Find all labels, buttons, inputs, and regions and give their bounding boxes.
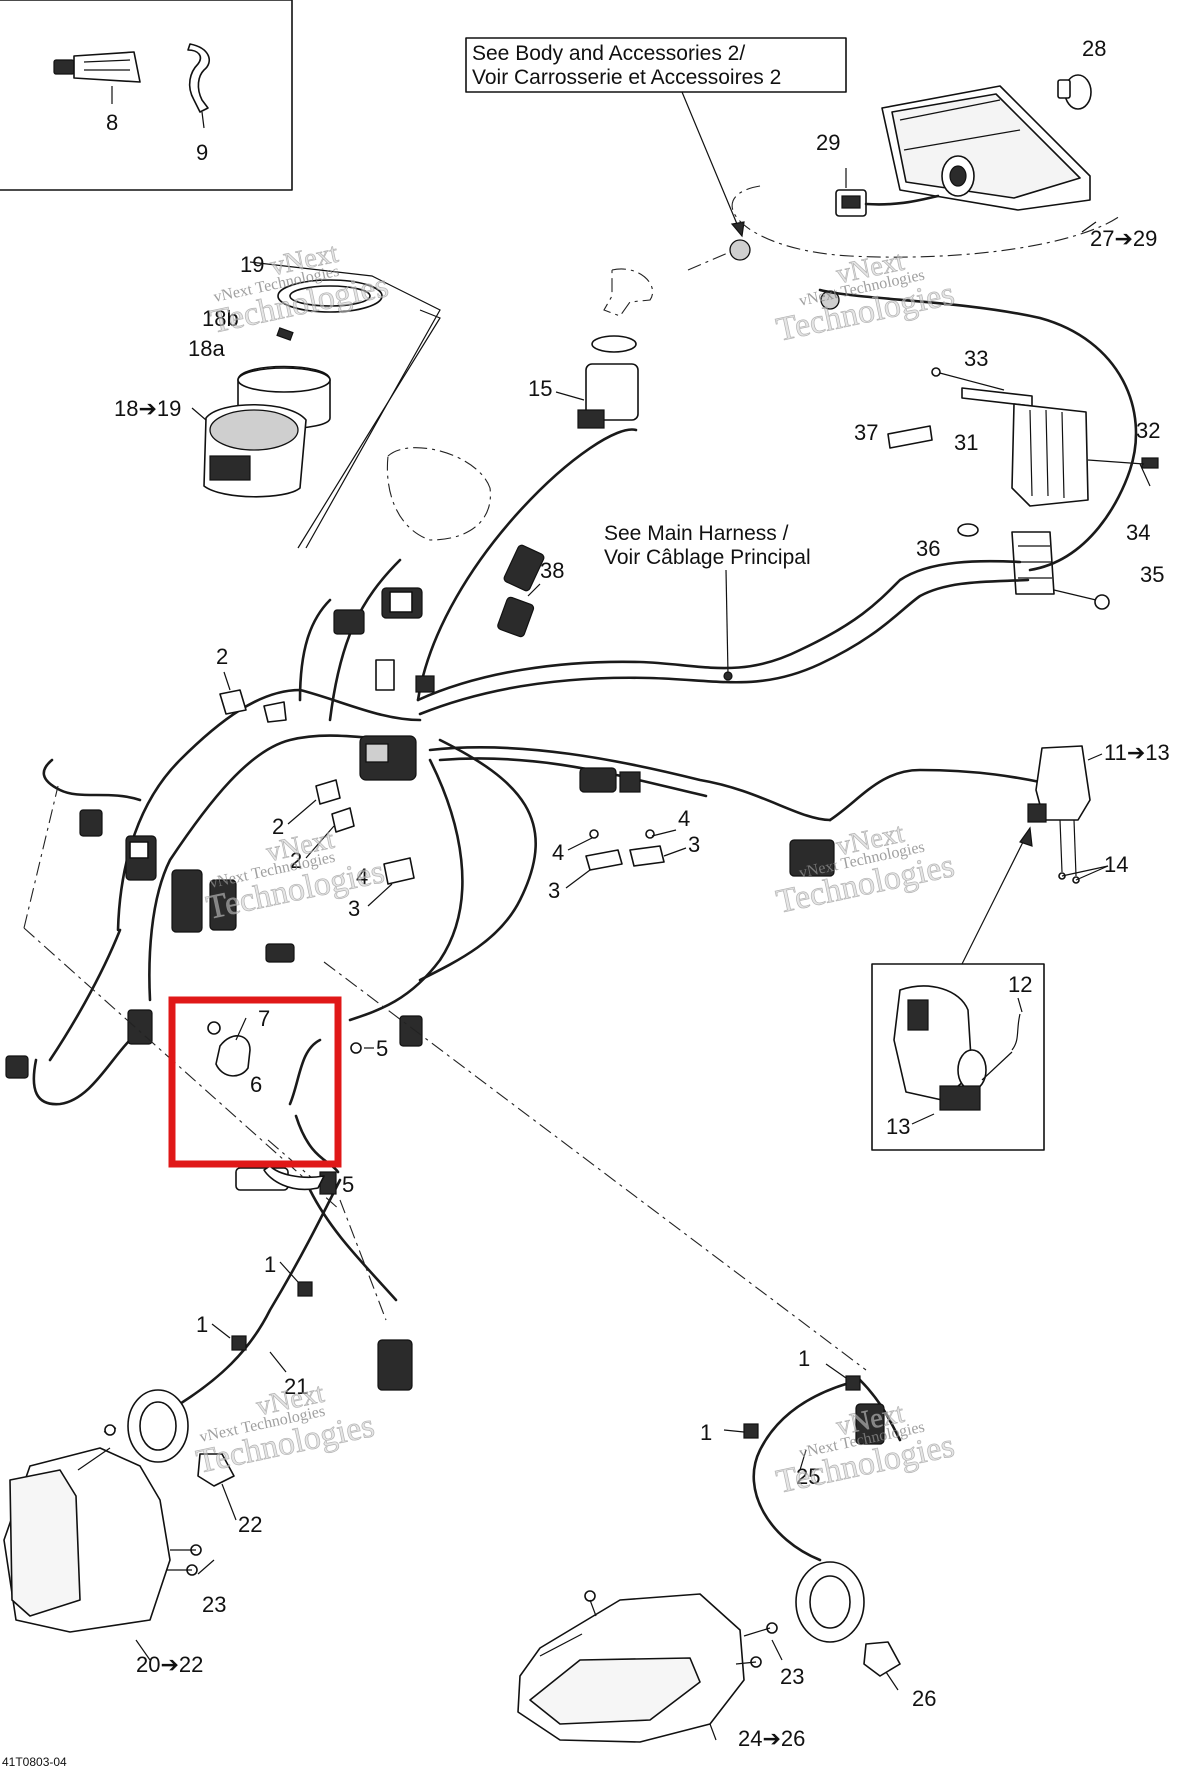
right-headlight-clips — [723, 1363, 861, 1471]
inset-box-accessories: 8 9 — [0, 0, 293, 191]
label-23b: 23 — [780, 1664, 804, 1689]
label-6: 6 — [250, 1072, 262, 1097]
label-35: 35 — [1140, 562, 1164, 587]
label-20-22: 20➔22 — [136, 1652, 203, 1677]
label-1c: 1 — [798, 1346, 810, 1371]
voltage-regulator-module — [887, 367, 1159, 610]
label-13: 13 — [886, 1114, 910, 1139]
watermark-1: vNext Technologies vNext Technologies — [207, 237, 392, 341]
label-24-26: 24➔26 — [738, 1726, 805, 1751]
label-5b: 5 — [342, 1172, 354, 1197]
label-9: 9 — [196, 140, 208, 165]
label-29: 29 — [816, 130, 840, 155]
label-1d: 1 — [700, 1420, 712, 1445]
harness-connectors — [5, 544, 885, 1445]
label-37: 37 — [854, 420, 878, 445]
label-19: 19 — [240, 252, 264, 277]
label-18a: 18a — [188, 336, 225, 361]
note-body-line2: Voir Carrosserie et Accessoires 2 — [472, 66, 781, 89]
inset-box-switch-detail — [871, 826, 1045, 1151]
tie-wrap-icon — [187, 43, 211, 129]
grease-tube-icon — [53, 51, 141, 104]
note-body-line1: See Body and Accessories 2/ — [472, 42, 745, 65]
label-2a: 2 — [216, 644, 228, 669]
label-3a: 3 — [348, 896, 360, 921]
label-21: 21 — [284, 1374, 308, 1399]
left-headlight-clips — [211, 1261, 313, 1373]
label-33: 33 — [964, 346, 988, 371]
watermark-5: vNext Technologies vNext Technologies — [193, 1377, 378, 1481]
label-27-29: 27➔29 — [1090, 226, 1157, 251]
label-14: 14 — [1104, 852, 1128, 877]
right-headlight — [517, 1561, 901, 1743]
note-see-body: See Body and Accessories 2/ Voir Carross… — [465, 37, 847, 238]
note-harness-line2: Voir Câblage Principal — [604, 546, 811, 569]
ignition-switch — [555, 268, 654, 429]
label-4c: 4 — [678, 806, 690, 831]
label-28: 28 — [1082, 36, 1106, 61]
label-2b: 2 — [272, 814, 284, 839]
figure-code: 41T0803-04 — [2, 1755, 67, 1769]
label-34: 34 — [1126, 520, 1150, 545]
harness-clips — [219, 689, 665, 885]
gauge-assembly — [203, 261, 491, 549]
highlight-box — [168, 996, 342, 1168]
watermark-6: vNext Technologies vNext Technologies — [773, 1397, 958, 1501]
label-18-19: 18➔19 — [114, 396, 181, 421]
label-32: 32 — [1136, 418, 1160, 443]
label-25: 25 — [796, 1464, 820, 1489]
label-4b: 4 — [552, 840, 564, 865]
watermark-2: vNext Technologies vNext Technologies — [773, 245, 958, 349]
label-38: 38 — [540, 558, 564, 583]
label-3c: 3 — [688, 832, 700, 857]
label-15: 15 — [528, 376, 552, 401]
left-headlight — [3, 1389, 237, 1661]
note-harness-line1: See Main Harness / — [604, 522, 789, 545]
ground-clamp-part — [207, 1017, 374, 1191]
label-18b: 18b — [202, 306, 239, 331]
label-8: 8 — [106, 110, 118, 135]
label-23a: 23 — [202, 1592, 226, 1617]
grommet-icon — [687, 239, 840, 310]
label-5a: 5 — [376, 1036, 388, 1061]
bulb-icon — [1057, 74, 1092, 110]
handlebar-switch — [1027, 745, 1109, 884]
label-2c: 2 — [290, 848, 302, 873]
label-4a: 4 — [356, 864, 368, 889]
label-3b: 3 — [548, 878, 560, 903]
label-12: 12 — [1008, 972, 1032, 997]
label-1a: 1 — [264, 1252, 276, 1277]
label-11-13: 11➔13 — [1104, 740, 1170, 765]
label-31: 31 — [954, 430, 978, 455]
label-26: 26 — [912, 1686, 936, 1711]
label-22: 22 — [238, 1512, 262, 1537]
label-36: 36 — [916, 536, 940, 561]
label-7: 7 — [258, 1006, 270, 1031]
note-see-main-harness: See Main Harness / Voir Câblage Principa… — [604, 522, 811, 681]
label-1b: 1 — [196, 1312, 208, 1337]
taillight-assembly — [731, 74, 1121, 258]
